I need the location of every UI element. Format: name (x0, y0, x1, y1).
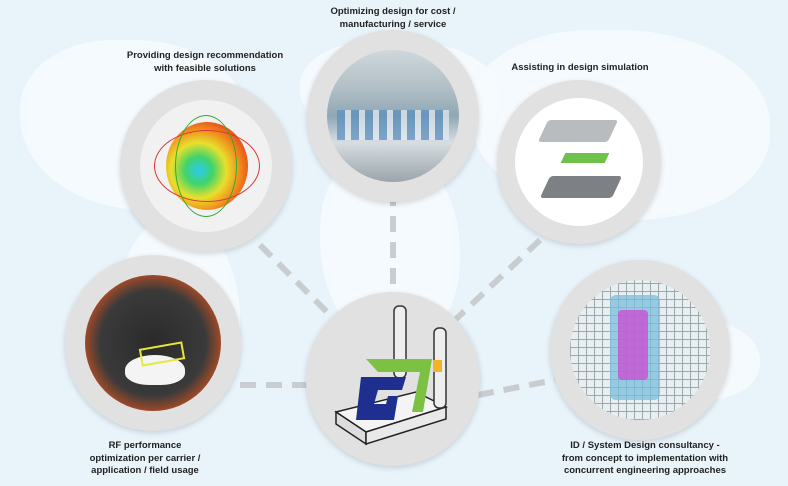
caption-left-top: Providing design recommendation with fea… (126, 50, 284, 74)
caption-right-top: Assisting in design simulation (511, 62, 649, 73)
design-simulation-node (497, 80, 661, 244)
factory-photo (327, 50, 459, 182)
router-logo-icon (334, 305, 448, 446)
caption-right-bottom: ID / System Design consultancy - from co… (561, 440, 729, 476)
exploded-enclosure-image (515, 98, 643, 226)
company-logo-node (306, 292, 480, 466)
caption-top: Optimizing design for cost / manufacturi… (330, 6, 456, 30)
caption-left-bottom: RF performance optimization per carrier … (89, 440, 201, 476)
id-system-design-node (550, 260, 730, 440)
manufacturing-node (307, 30, 479, 202)
cad-model-image (570, 280, 710, 420)
rf-performance-node (65, 255, 241, 431)
design-recommendation-node (120, 80, 292, 252)
radiation-pattern-image (140, 100, 272, 232)
anechoic-chamber-image (85, 275, 221, 411)
